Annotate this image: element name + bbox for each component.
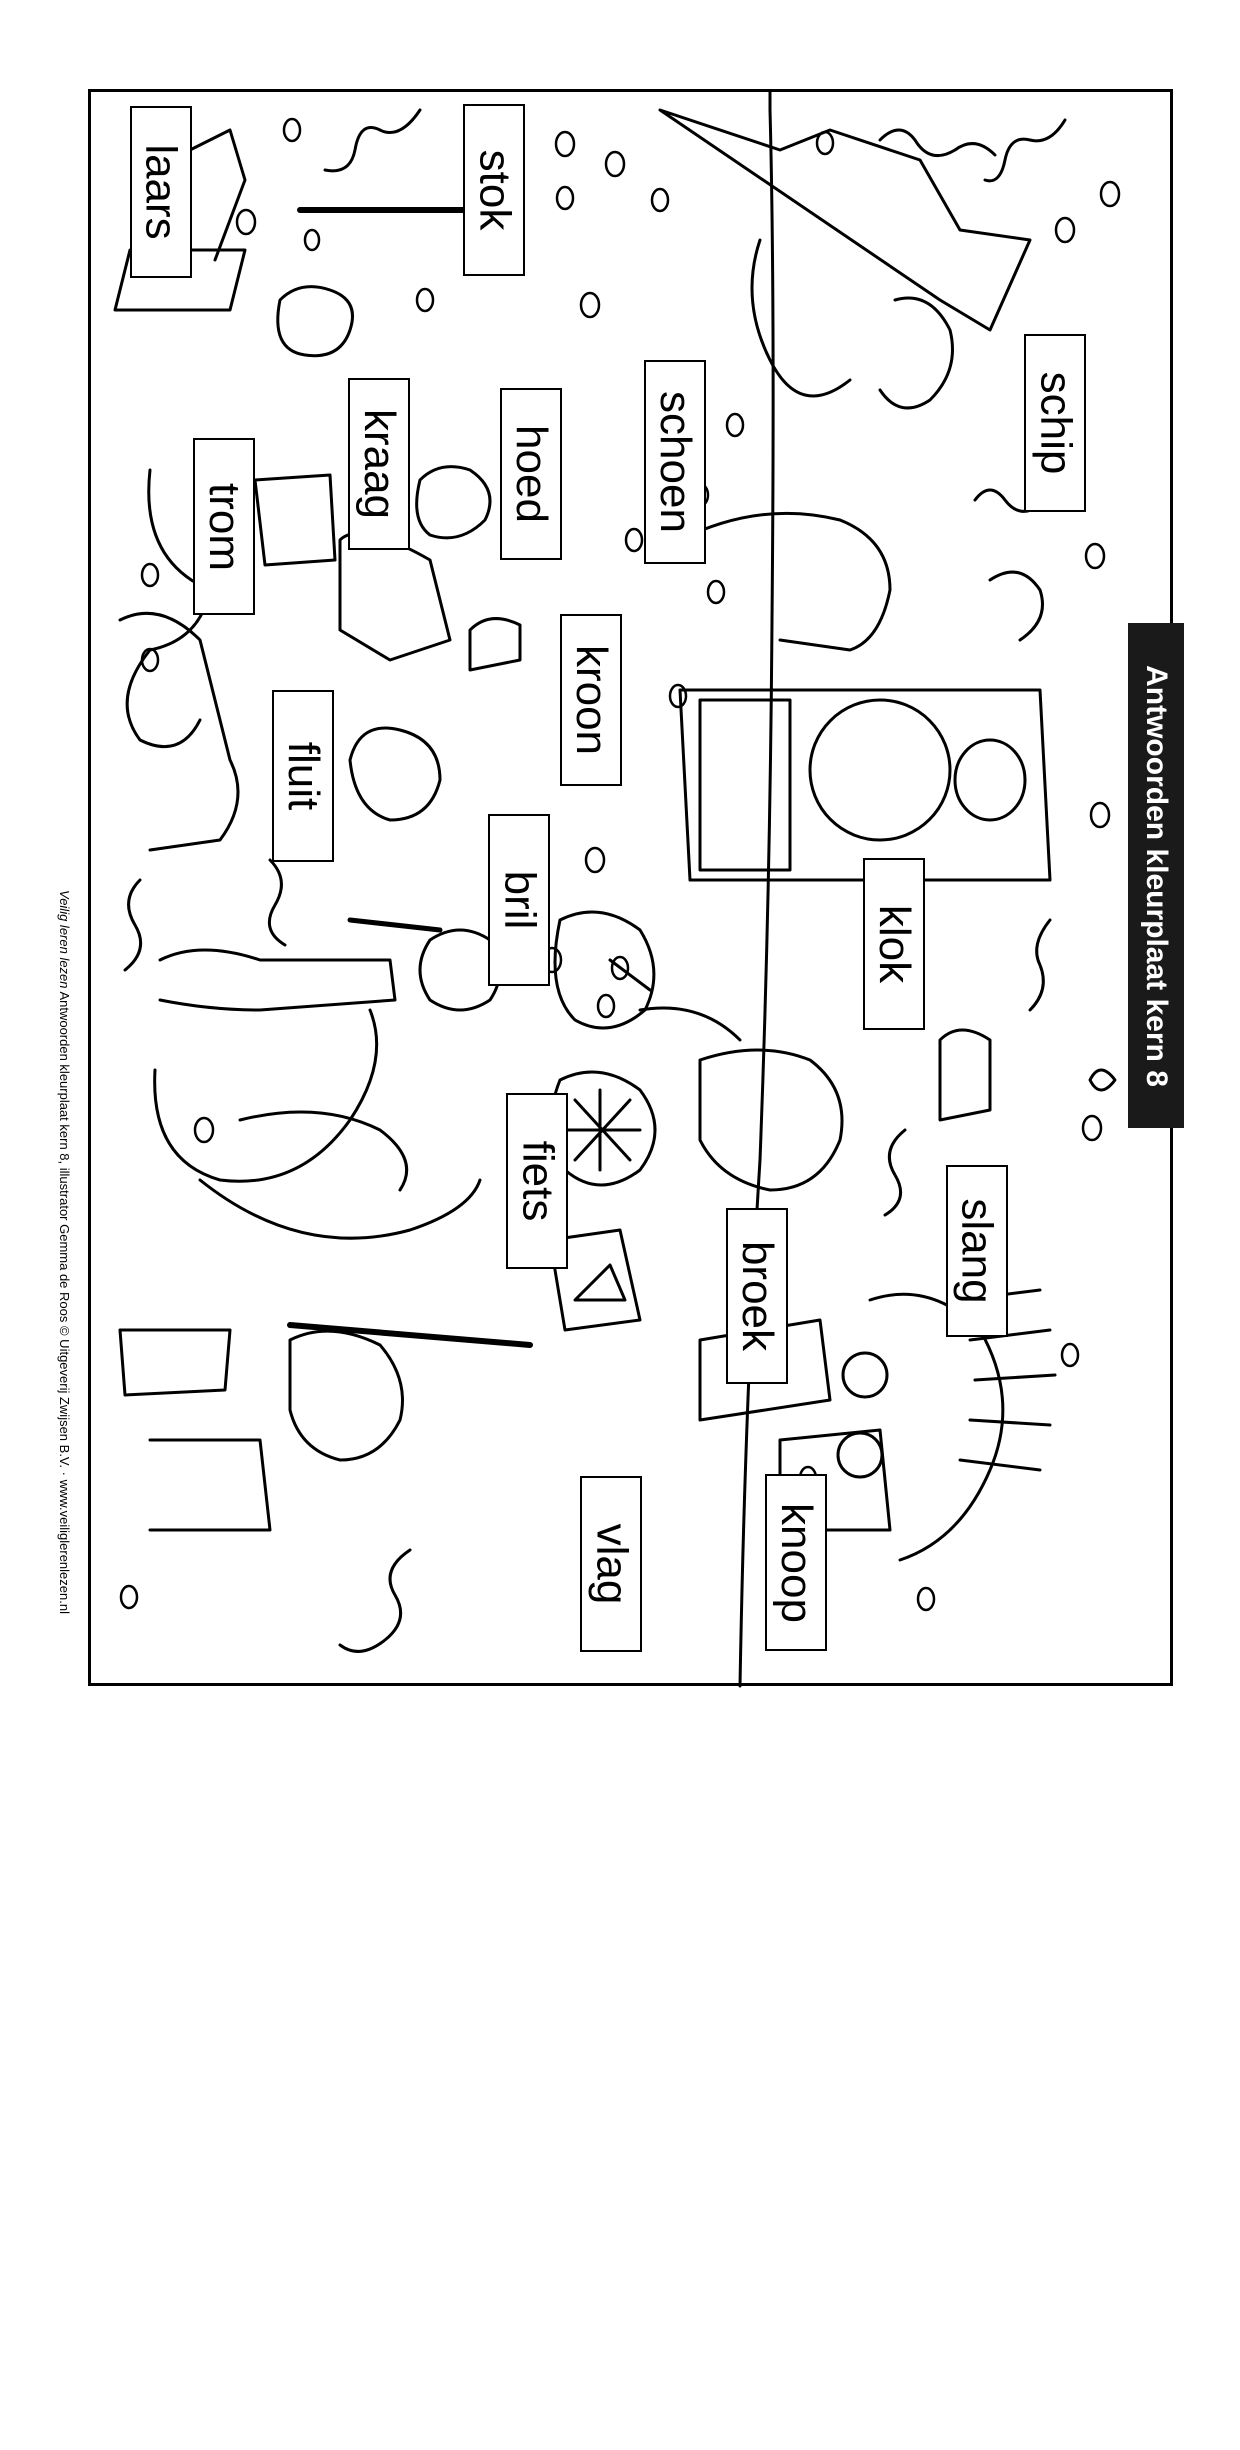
label-trom-text: trom bbox=[200, 482, 249, 571]
label-kraag-text: kraag bbox=[355, 408, 405, 520]
series-name: Veilig leren lezen bbox=[57, 890, 72, 989]
label-schoen: schoen bbox=[644, 360, 706, 564]
label-kraag: kraag bbox=[348, 378, 410, 550]
picture-frame bbox=[88, 89, 1173, 1686]
credit-text: Antwoorden kleurplaat kern 8, illustrato… bbox=[57, 991, 72, 1614]
label-laars-text: laars bbox=[137, 144, 186, 240]
label-vlag-text: vlag bbox=[587, 1523, 636, 1605]
label-hoed: hoed bbox=[500, 388, 562, 560]
label-klok: klok bbox=[863, 858, 925, 1030]
label-fiets-text: fiets bbox=[513, 1140, 563, 1222]
label-kroon: kroon bbox=[560, 614, 622, 786]
label-slang-text: slang bbox=[953, 1198, 1002, 1304]
label-laars: laars bbox=[130, 106, 192, 278]
label-schoen-text: schoen bbox=[651, 391, 701, 533]
label-broek: broek bbox=[726, 1208, 788, 1384]
label-stok-text: stok bbox=[470, 149, 520, 231]
label-trom: trom bbox=[193, 438, 255, 615]
page-title: Antwoorden kleurplaat kern 8 bbox=[1128, 623, 1184, 1128]
label-knoop: knoop bbox=[765, 1474, 827, 1651]
label-fluit: fluit bbox=[272, 690, 334, 862]
label-broek-text: broek bbox=[733, 1240, 783, 1352]
credit-line: Veilig leren lezen Antwoorden kleurplaat… bbox=[52, 890, 72, 2450]
label-hoed-text: hoed bbox=[507, 425, 557, 523]
page-title-text: Antwoorden kleurplaat kern 8 bbox=[1140, 664, 1174, 1087]
label-stok: stok bbox=[463, 104, 525, 276]
label-fluit-text: fluit bbox=[279, 741, 329, 811]
label-slang: slang bbox=[946, 1165, 1008, 1337]
label-kroon-text: kroon bbox=[567, 644, 617, 756]
label-schip-text: schip bbox=[1031, 371, 1080, 475]
label-schip: schip bbox=[1024, 334, 1086, 512]
label-knoop-text: knoop bbox=[772, 1502, 822, 1623]
label-vlag: vlag bbox=[580, 1476, 642, 1652]
label-bril-text: bril bbox=[495, 870, 544, 930]
label-klok-text: klok bbox=[870, 904, 919, 984]
label-bril: bril bbox=[488, 814, 550, 986]
label-fiets: fiets bbox=[506, 1093, 568, 1269]
